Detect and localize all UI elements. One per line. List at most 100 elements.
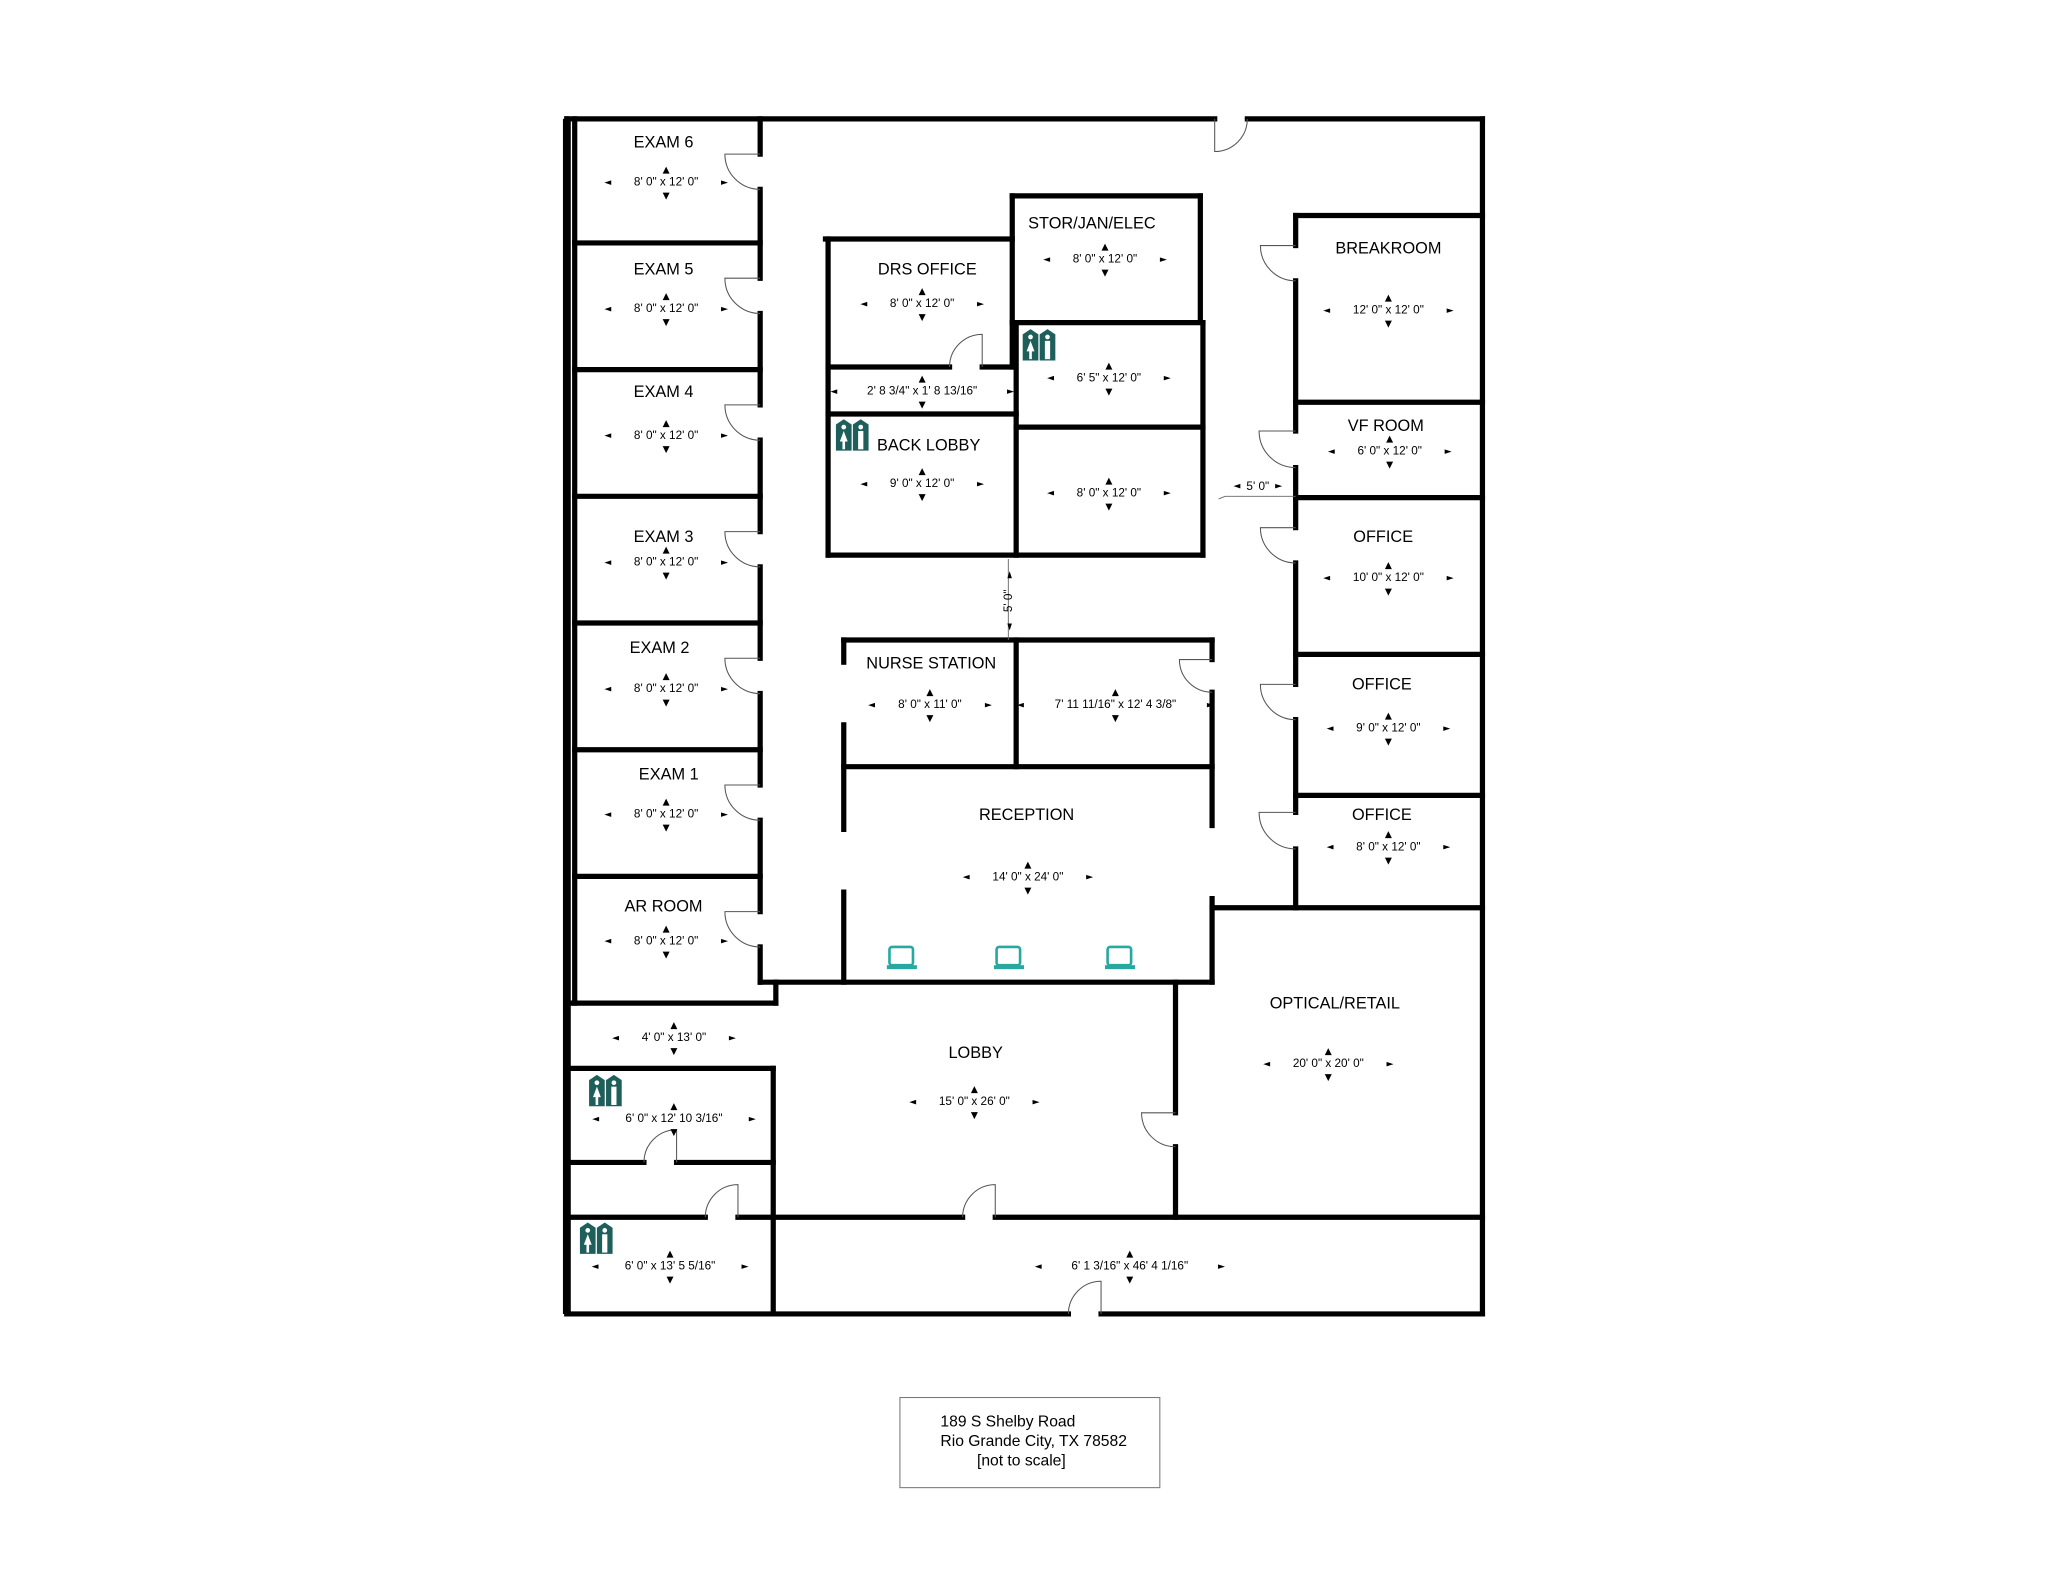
room-label: NURSE STATION [866, 655, 996, 673]
arrow-icon: ► [1005, 571, 1015, 578]
room-dimensions: 9' 0" x 12' 0" [1356, 721, 1420, 734]
door[interactable] [724, 153, 761, 190]
laptop-icon [993, 945, 1024, 970]
arrow-right-icon: ► [1160, 255, 1167, 265]
arrow-left-icon: ◄ [592, 1114, 599, 1124]
arrow-down-icon: ▼ [667, 1276, 674, 1286]
arrow-left-icon: ◄ [604, 431, 611, 441]
arrow-right-icon: ► [721, 558, 728, 568]
door[interactable] [1178, 659, 1213, 693]
room-dimensions: 6' 5" x 12' 0" [1077, 371, 1141, 384]
room: EXAM 18' 0" x 12' 0"▲▼◄► [604, 766, 728, 834]
restroom-icon [1022, 329, 1056, 361]
door[interactable] [1258, 430, 1296, 469]
door[interactable] [1141, 1112, 1176, 1148]
room-label: LOBBY [948, 1044, 1003, 1062]
arrow-right-icon: ► [1007, 387, 1014, 397]
arrow-down-icon: ▼ [663, 824, 670, 834]
room-dimensions: 10' 0" x 12' 0" [1353, 571, 1424, 584]
door[interactable] [1259, 527, 1296, 564]
arrow-down-icon: ▼ [919, 401, 926, 411]
door[interactable] [724, 911, 761, 948]
arrow-down-icon: ▼ [1385, 587, 1392, 597]
arrow-up-icon: ▲ [667, 1249, 674, 1259]
room-label: EXAM 4 [634, 383, 694, 401]
arrow-down-icon: ▼ [663, 950, 670, 960]
door[interactable] [643, 1129, 678, 1163]
arrow-up-icon: ▲ [1105, 476, 1112, 486]
door[interactable] [724, 404, 761, 441]
room: EXAM 68' 0" x 12' 0"▲▼◄► [604, 134, 728, 202]
room-label: EXAM 6 [634, 134, 694, 152]
arrow-left-icon: ◄ [591, 1262, 598, 1272]
arrow-right-icon: ► [977, 299, 984, 309]
room-dimensions: 6' 0" x 12' 10 3/16" [625, 1112, 722, 1125]
arrow-up-icon: ▲ [919, 467, 926, 477]
laptop-icon [1104, 945, 1136, 970]
icons [579, 329, 1136, 1254]
room-label: OFFICE [1352, 806, 1412, 824]
door[interactable] [724, 277, 761, 314]
arrow-up-icon: ▲ [1386, 434, 1393, 444]
room-label: EXAM 1 [639, 766, 699, 784]
arrow-left-icon: ◄ [860, 299, 867, 309]
door[interactable] [1067, 1280, 1102, 1314]
room-label: EXAM 2 [630, 639, 690, 657]
room-label: OPTICAL/RETAIL [1270, 994, 1400, 1012]
door[interactable] [1259, 683, 1296, 721]
room-label: BREAKROOM [1335, 239, 1441, 257]
arrow-right-icon: ► [721, 937, 728, 947]
arrow-right-icon: ► [721, 178, 728, 188]
arrow-left-icon: ◄ [963, 873, 970, 883]
arrow-down-icon: ▼ [663, 192, 670, 202]
room: 6' 5" x 12' 0"▲▼◄► [1047, 361, 1171, 397]
arrow-left-icon: ◄ [604, 685, 611, 695]
door[interactable] [962, 1184, 996, 1218]
arrow-right-icon: ► [1218, 1262, 1225, 1272]
arrow-left-icon: ◄ [604, 937, 611, 947]
arrow-right-icon: ► [729, 1033, 736, 1043]
arrow-right-icon: ► [1387, 1059, 1394, 1069]
room: 4' 0" x 13' 0"▲▼◄► [612, 1021, 736, 1057]
doors [643, 118, 1296, 1314]
door[interactable] [1214, 118, 1248, 153]
scale-note: [not to scale] [977, 1452, 1066, 1469]
door[interactable] [724, 657, 761, 695]
room-dimensions: 8' 0" x 12' 0" [634, 934, 698, 947]
door[interactable] [704, 1184, 739, 1218]
door[interactable] [1258, 811, 1296, 850]
corridor-dimension-vertical: 5' 0" [1002, 589, 1015, 612]
arrow-up-icon: ▲ [1385, 293, 1392, 303]
address-line2: Rio Grande City, TX 78582 [940, 1433, 1127, 1450]
arrow-up-icon: ▲ [1325, 1047, 1332, 1057]
arrow-up-icon: ▲ [919, 374, 926, 384]
arrow-icon: ► [1275, 481, 1282, 491]
room-dimensions: 8' 0" x 12' 0" [634, 175, 698, 188]
arrow-right-icon: ► [721, 431, 728, 441]
arrow-right-icon: ► [749, 1114, 756, 1124]
arrow-left-icon: ◄ [830, 387, 837, 397]
arrow-left-icon: ◄ [1328, 447, 1335, 457]
room-dimensions: 20' 0" x 20' 0" [1293, 1057, 1364, 1070]
arrow-up-icon: ▲ [1112, 688, 1119, 698]
door[interactable] [724, 531, 761, 568]
room-dimensions: 8' 0" x 12' 0" [634, 429, 698, 442]
arrow-down-icon: ▼ [1024, 886, 1031, 896]
arrow-icon: ◄ [1233, 481, 1240, 491]
arrow-up-icon: ▲ [663, 798, 670, 808]
arrow-left-icon: ◄ [1035, 1262, 1042, 1272]
room: EXAM 38' 0" x 12' 0"▲▼◄► [604, 528, 728, 582]
arrow-up-icon: ▲ [670, 1102, 677, 1112]
door[interactable] [724, 784, 761, 821]
arrow-up-icon: ▲ [663, 924, 670, 934]
door[interactable] [1259, 245, 1296, 282]
arrow-up-icon: ▲ [663, 165, 670, 175]
door[interactable] [949, 333, 983, 368]
arrow-down-icon: ▼ [663, 698, 670, 708]
arrow-right-icon: ► [985, 700, 992, 710]
